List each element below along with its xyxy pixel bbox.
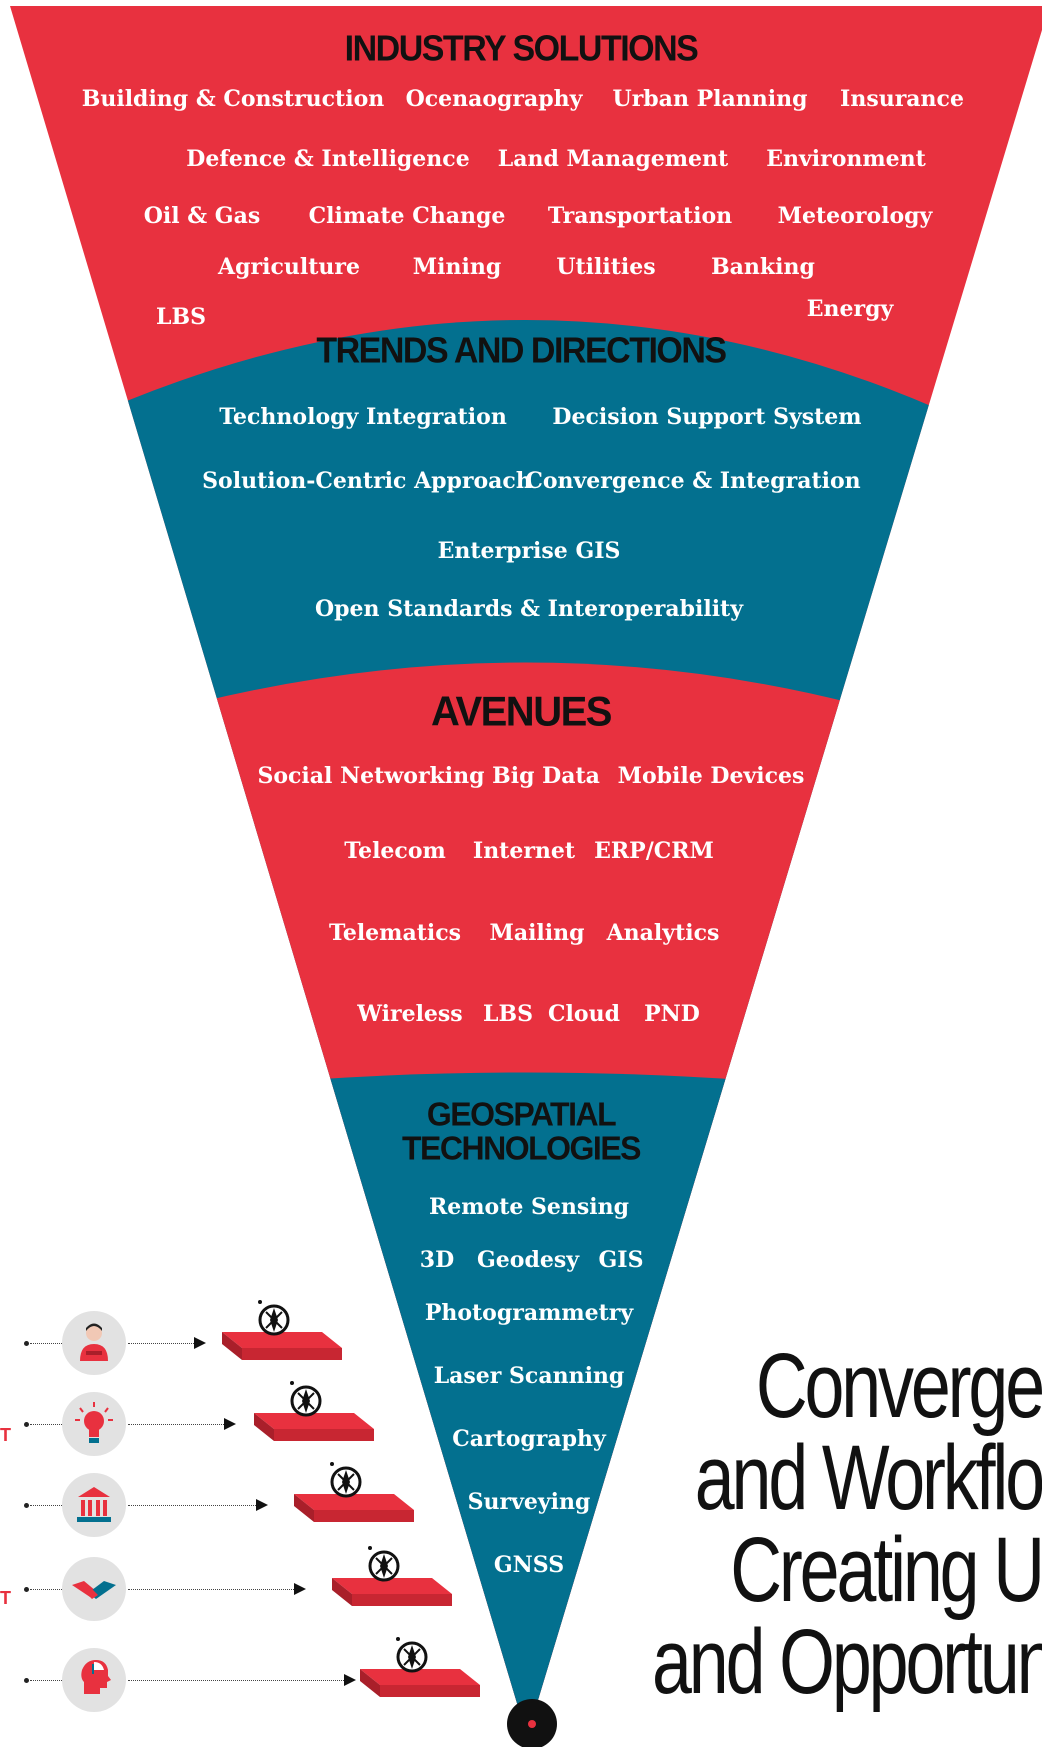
geospatial-title-line2: TECHNOLOGIES [401,1129,642,1167]
avenues-item: Big Data [492,763,600,789]
person-icon [62,1311,126,1375]
arrow-right-icon [294,1583,306,1595]
geospatial-item: Laser Scanning [433,1363,625,1389]
red-platform [294,1494,414,1522]
industry-item: Ocenaography [405,86,583,112]
flow-line [128,1343,194,1344]
flow-line [128,1424,224,1425]
flow-line [128,1680,344,1681]
avenues-item: Mobile Devices [617,763,805,789]
avenues-title: AVENUES [431,688,612,736]
arrow-right-icon [344,1674,356,1686]
geospatial-title-line1: GEOSPATIAL [426,1095,617,1133]
flow-line [30,1680,62,1681]
geospatial-item: Cartography [452,1426,606,1452]
flow-dot [24,1341,29,1346]
geospatial-item: 3D [419,1247,455,1273]
industry-item: LBS [156,304,206,330]
arrow-right-icon [194,1337,206,1349]
avenues-item: ERP/CRM [594,838,714,864]
geospatial-item: Geodesy [476,1247,580,1273]
industry-title: INDUSTRY SOLUTIONS [344,29,699,69]
compass-icon [290,1381,322,1417]
red-platform [332,1578,452,1606]
trends-item: Solution-Centric Approach [202,468,532,494]
industry-item: Mining [412,254,502,280]
industry-item: Climate Change [308,203,506,229]
industry-item: Oil & Gas [143,203,261,229]
avenues-item: Internet [472,838,576,864]
tagline: Converge and Workflo Creating U and Oppo… [652,1340,1042,1708]
industry-item: Banking [711,254,815,280]
geospatial-item: Surveying [467,1489,591,1515]
flow-line [30,1424,62,1425]
flow-dot [24,1678,29,1683]
arrow-right-icon [256,1499,268,1511]
tagline-line-4: and Opportun [652,1611,1042,1713]
flow-line [30,1589,62,1590]
avenues-item: Cloud [548,1001,620,1027]
geospatial-item: GNSS [493,1552,565,1578]
tagline-line-1: Converge [755,1335,1042,1437]
red-platform [254,1413,374,1441]
handshake-icon [62,1557,126,1621]
avenues-item: Analytics [606,920,720,946]
flow-dot [24,1503,29,1508]
avenues-item: Social Networking [257,763,485,789]
trends-item: Decision Support System [552,404,862,430]
trends-item: Enterprise GIS [437,538,621,564]
avenues-item: Telematics [328,920,462,946]
trends-title: TRENDS AND DIRECTIONS [316,331,727,371]
trends-item: Convergence & Integration [525,468,861,494]
tagline-line-3: Creating U [730,1519,1042,1621]
funnel-tip-center [528,1720,536,1728]
compass-icon [258,1300,290,1336]
avenues-item: Telecom [344,838,446,864]
red-platform [360,1669,480,1697]
flow-line [128,1589,294,1590]
flow-dot [24,1422,29,1427]
flow-line [128,1505,256,1506]
flow-line [30,1505,62,1506]
avenues-item: PND [644,1001,700,1027]
industry-item: Agriculture [218,254,360,280]
side-label: T [0,1588,11,1608]
compass-icon [396,1637,428,1673]
industry-item: Insurance [840,86,964,112]
industry-item: Meteorology [777,203,933,229]
industry-item: Building & Construction [81,86,385,112]
compass-icon [368,1546,400,1582]
compass-icon [330,1462,362,1498]
avenues-item: Mailing [489,920,585,946]
geospatial-item: Remote Sensing [428,1194,630,1220]
government-building-icon [62,1473,126,1537]
lightbulb-icon [62,1392,126,1456]
side-label: T [0,1425,11,1445]
flow-line [30,1343,62,1344]
red-platform [222,1332,342,1360]
industry-item: Urban Planning [612,86,808,112]
industry-item: Transportation [547,203,733,229]
geospatial-item: GIS [598,1247,644,1273]
geospatial-item: Photogrammetry [424,1300,634,1326]
industry-item: Defence & Intelligence [186,146,470,172]
industry-item: Energy [806,296,894,322]
tagline-line-2: and Workflo [694,1427,1042,1529]
industry-item: Utilities [556,254,656,280]
arrow-right-icon [224,1418,236,1430]
industry-item: Environment [766,146,926,172]
trends-item: Technology Integration [219,404,507,430]
avenues-item: Wireless [357,1001,463,1027]
head-profile-icon [62,1648,126,1712]
trends-item: Open Standards & Interoperability [314,596,744,622]
flow-dot [24,1587,29,1592]
industry-item: Land Management [497,146,729,172]
avenues-item: LBS [483,1001,533,1027]
